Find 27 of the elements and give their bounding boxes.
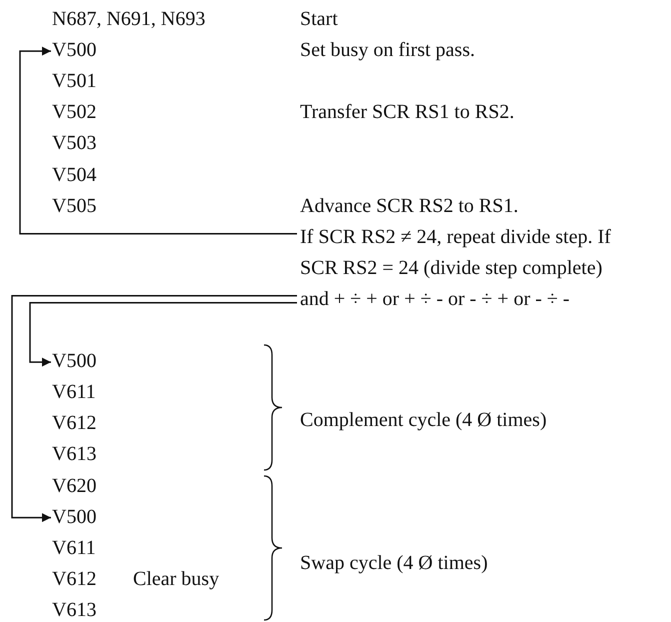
step-code: V611 bbox=[52, 536, 96, 561]
step-code: V503 bbox=[52, 131, 96, 156]
arrow bbox=[29, 302, 297, 367]
description-text: Advance SCR RS2 to RS1. bbox=[300, 194, 518, 219]
step-code: V500 bbox=[52, 502, 96, 533]
step-code: V611 bbox=[52, 380, 96, 406]
arrow bbox=[11, 294, 297, 522]
step-code: V613 bbox=[52, 442, 96, 468]
note-text: Clear busy bbox=[133, 566, 220, 592]
step-code: V501 bbox=[52, 69, 96, 94]
step-code: V620 bbox=[52, 474, 96, 498]
cycle-label: Swap cycle (4 Ø times) bbox=[300, 551, 488, 576]
step-code: N687, N691, N693 bbox=[52, 7, 206, 32]
step-code: V502 bbox=[52, 100, 96, 126]
step-code: V500 bbox=[52, 346, 96, 378]
description-text: Set busy on first pass. bbox=[300, 38, 475, 64]
description-text: Start bbox=[300, 7, 338, 32]
step-code: V504 bbox=[52, 162, 96, 188]
arrow bbox=[19, 46, 297, 234]
step-code: V505 bbox=[52, 194, 96, 219]
step-code: V613 bbox=[52, 598, 96, 622]
step-code: V500 bbox=[52, 35, 96, 66]
cycle-label: Complement cycle (4 Ø times) bbox=[300, 408, 547, 434]
step-code: V612 bbox=[52, 411, 96, 436]
step-code: V612 bbox=[52, 566, 96, 592]
condition-text: If SCR RS2 ≠ 24, repeat divide step. If SCR RS2 = 24 (divide step complete) and + ÷ + or + ÷ - or - ÷ + or - ÷ - bbox=[300, 222, 625, 315]
description-text: Transfer SCR RS1 to RS2. bbox=[300, 100, 514, 126]
